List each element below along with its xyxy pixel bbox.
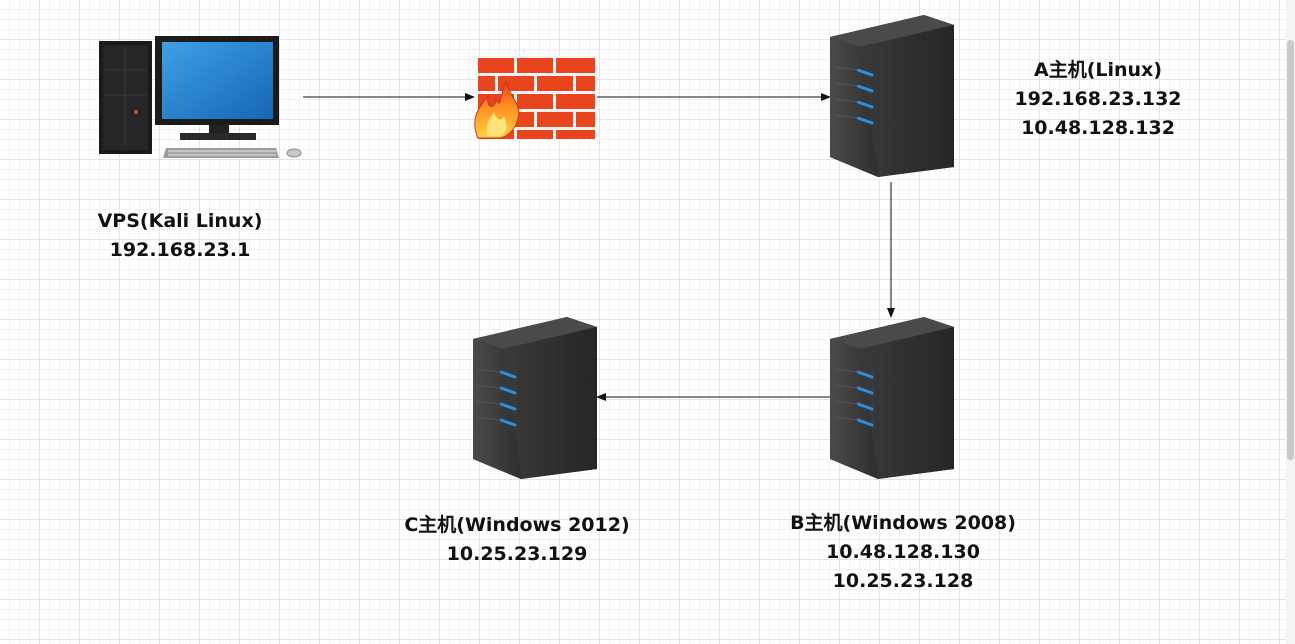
vertical-scrollbar[interactable] bbox=[1286, 0, 1295, 644]
host-b-ip-1: 10.48.128.130 bbox=[826, 541, 980, 563]
server-icon-host-c bbox=[473, 317, 597, 479]
host-a-ip-2: 10.48.128.132 bbox=[1021, 117, 1175, 139]
host-a-label: A主机(Linux) 192.168.23.132 10.48.128.132 bbox=[998, 56, 1198, 143]
host-c-ip-1: 10.25.23.129 bbox=[446, 543, 588, 565]
vps-title: VPS(Kali Linux) bbox=[97, 210, 263, 232]
host-b-label: B主机(Windows 2008) 10.48.128.130 10.25.23… bbox=[773, 509, 1033, 596]
desktop-computer-icon bbox=[99, 36, 302, 158]
host-a-ip-1: 192.168.23.132 bbox=[1014, 88, 1182, 110]
vps-ip: 192.168.23.1 bbox=[109, 239, 251, 261]
host-c-label: C主机(Windows 2012) 10.25.23.129 bbox=[387, 511, 647, 569]
scrollbar-thumb[interactable] bbox=[1287, 40, 1294, 460]
host-b-ip-2: 10.25.23.128 bbox=[832, 570, 974, 592]
vps-label: VPS(Kali Linux) 192.168.23.1 bbox=[80, 207, 280, 265]
flame-icon bbox=[474, 80, 520, 139]
host-a-title: A主机(Linux) bbox=[1034, 59, 1162, 81]
host-c-title: C主机(Windows 2012) bbox=[404, 514, 630, 536]
server-icon-host-b bbox=[830, 317, 954, 479]
server-icon-host-a bbox=[830, 15, 954, 177]
firewall-icon bbox=[474, 56, 597, 140]
host-b-title: B主机(Windows 2008) bbox=[790, 512, 1016, 534]
